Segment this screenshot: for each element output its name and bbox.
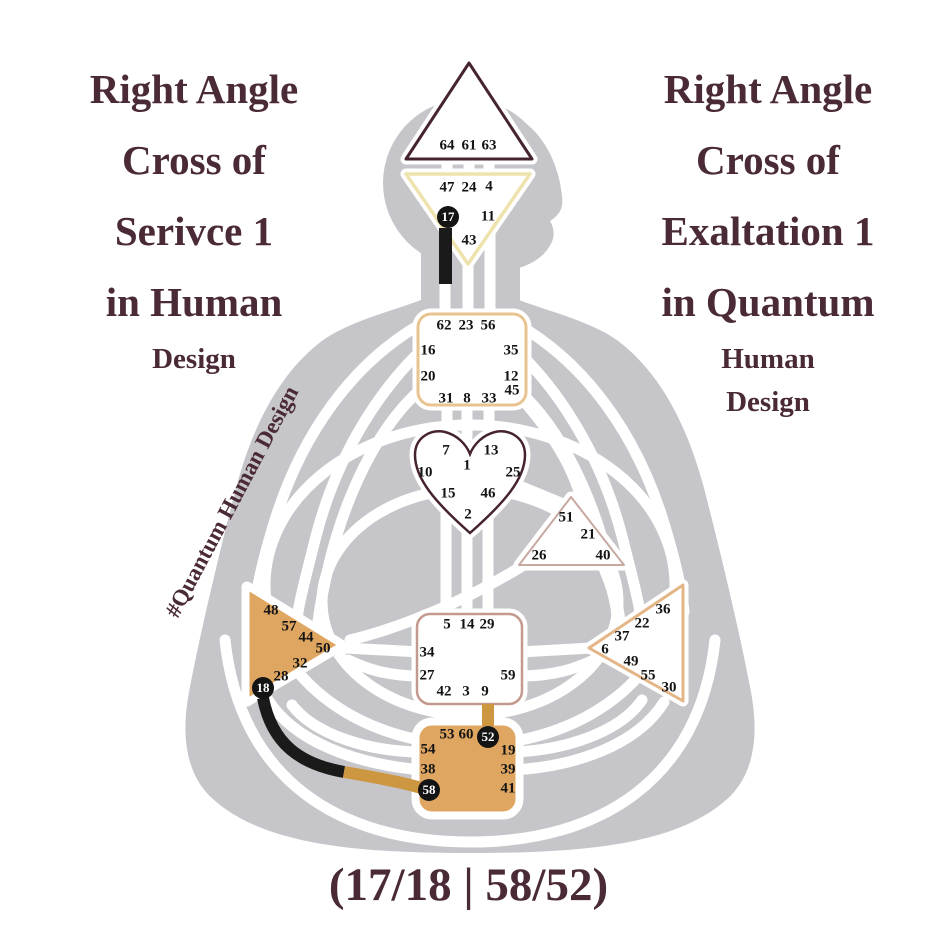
left-title-line: Cross of bbox=[122, 137, 266, 183]
gate17-black-channel bbox=[439, 228, 452, 284]
left-title-line: Design bbox=[152, 343, 236, 375]
head-center-shape bbox=[404, 61, 534, 161]
spleen-center-shape bbox=[244, 584, 344, 704]
right-title-line: Exaltation 1 bbox=[661, 208, 875, 254]
right-title-line: Cross of bbox=[696, 137, 840, 183]
gate18-black-channel bbox=[257, 696, 346, 778]
right-title-line: in Quantum bbox=[661, 279, 875, 325]
right-title: Right Angle Cross of Exaltation 1 in Qua… bbox=[596, 54, 937, 424]
right-title-line: Design bbox=[726, 386, 810, 418]
cross-gates-summary: (17/18 | 58/52) bbox=[328, 859, 609, 911]
right-title-line: Human bbox=[721, 343, 815, 375]
solar-plexus-center-shape bbox=[587, 583, 685, 703]
throat-center-shape bbox=[416, 312, 528, 407]
root-center-shape bbox=[414, 720, 521, 817]
will-center-shape bbox=[518, 496, 625, 566]
left-title: Right Angle Cross of Serivce 1 in Human … bbox=[28, 54, 360, 381]
left-title-line: Serivce 1 bbox=[114, 208, 274, 254]
left-title-line: in Human bbox=[105, 279, 283, 325]
right-title-line: Right Angle bbox=[663, 66, 873, 112]
sacral-center-shape bbox=[415, 612, 524, 706]
g-center-shape bbox=[413, 430, 527, 535]
left-title-line: Right Angle bbox=[89, 66, 299, 112]
gate52-gold-channel bbox=[482, 704, 494, 726]
